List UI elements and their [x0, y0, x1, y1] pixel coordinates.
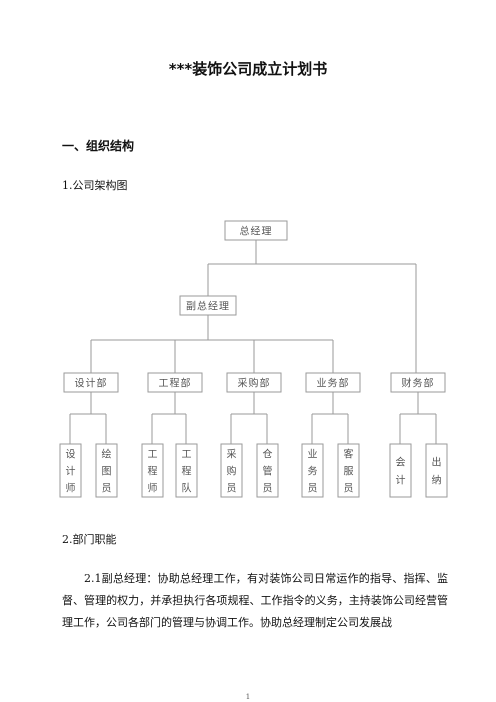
svg-text:管: 管 — [263, 465, 273, 478]
svg-text:员: 员 — [102, 483, 112, 495]
section-heading-organization: 一、组织结构 — [62, 139, 135, 153]
svg-text:购: 购 — [227, 465, 237, 478]
box-role-1-2: 绘图员 — [95, 443, 118, 498]
box-deputy-manager: 副总经理 — [179, 295, 237, 316]
svg-text:师: 师 — [66, 482, 76, 495]
svg-text:员: 员 — [308, 483, 318, 495]
svg-text:工程部: 工程部 — [159, 377, 192, 390]
svg-text:采购部: 采购部 — [238, 377, 271, 390]
box-role-4-1: 业务员 — [301, 443, 324, 498]
box-role-1-1: 设计师 — [59, 443, 82, 498]
svg-text:计: 计 — [66, 465, 76, 478]
svg-text:仓: 仓 — [263, 448, 273, 461]
svg-text:员: 员 — [344, 483, 354, 495]
box-general-manager: 总经理 — [224, 220, 288, 241]
svg-text:务: 务 — [308, 465, 318, 478]
svg-text:员: 员 — [263, 483, 273, 495]
box-dept-3: 采购部 — [226, 372, 282, 393]
connector-lines — [69, 240, 437, 444]
box-role-2-2: 工程队 — [175, 443, 198, 498]
svg-text:设: 设 — [66, 449, 76, 461]
svg-text:工: 工 — [148, 450, 158, 461]
svg-text:出: 出 — [432, 456, 442, 469]
svg-text:业: 业 — [308, 449, 318, 461]
svg-text:总经理: 总经理 — [240, 225, 273, 238]
svg-text:财务部: 财务部 — [402, 377, 435, 390]
svg-text:队: 队 — [182, 482, 192, 495]
box-role-4-2: 客服员 — [337, 443, 360, 498]
svg-text:纳: 纳 — [432, 474, 442, 487]
box-dept-1: 设计部 — [63, 372, 119, 393]
svg-text:设计部: 设计部 — [75, 377, 108, 390]
org-boxes: 总经理副总经理设计部设计师绘图员工程部工程师工程队采购部采购员仓管员业务部业务员… — [59, 220, 448, 498]
svg-text:程: 程 — [148, 466, 158, 478]
box-role-3-2: 仓管员 — [256, 443, 279, 498]
subheading-org-chart: 1.公司架构图 — [62, 179, 128, 192]
page-number: 1 — [245, 693, 251, 701]
svg-text:副总经理: 副总经理 — [186, 300, 230, 313]
box-role-3-1: 采购员 — [220, 443, 243, 498]
box-role-5-2: 出纳 — [425, 443, 448, 498]
svg-text:会: 会 — [396, 456, 406, 469]
svg-text:计: 计 — [396, 474, 406, 487]
svg-text:客: 客 — [344, 448, 354, 461]
svg-text:师: 师 — [148, 482, 158, 495]
svg-text:绘: 绘 — [102, 448, 112, 461]
svg-text:程: 程 — [182, 466, 192, 478]
box-role-2-1: 工程师 — [141, 443, 164, 498]
svg-text:员: 员 — [227, 483, 237, 495]
svg-text:采: 采 — [227, 449, 237, 461]
svg-text:服: 服 — [344, 466, 354, 478]
svg-text:工: 工 — [182, 450, 192, 461]
paragraph-deputy-gm: 2.1副总经理：协助总经理工作，有对装饰公司日常运作的指导、指挥、监督、管理的权… — [62, 572, 448, 629]
box-role-5-1: 会计 — [389, 443, 412, 498]
svg-text:业务部: 业务部 — [317, 377, 350, 390]
subheading-department-functions: 2.部门职能 — [62, 533, 117, 546]
box-dept-5: 财务部 — [390, 372, 446, 393]
document-title: ***装饰公司成立计划书 — [168, 60, 328, 78]
svg-text:图: 图 — [102, 466, 112, 478]
box-dept-4: 业务部 — [305, 372, 361, 393]
box-dept-2: 工程部 — [147, 372, 203, 393]
